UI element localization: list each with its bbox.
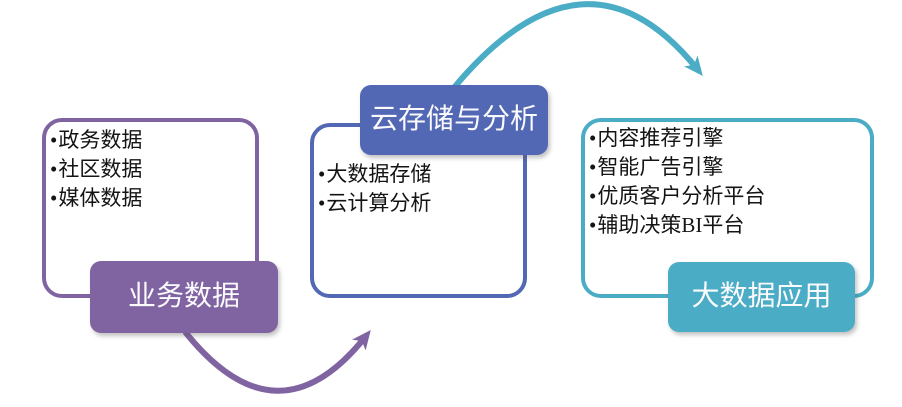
list-item: 内容推荐引擎	[589, 124, 765, 153]
big-data-apps-list: 内容推荐引擎 智能广告引擎 优质客户分析平台 辅助决策BI平台	[589, 124, 765, 240]
list-item: 社区数据	[50, 155, 142, 184]
list-item: 辅助决策BI平台	[589, 211, 765, 240]
arrow-cloud-to-apps	[449, 1, 703, 93]
cloud-storage-list: 大数据存储 云计算分析	[318, 160, 431, 218]
list-item: 云计算分析	[318, 189, 431, 218]
list-item: 优质客户分析平台	[589, 182, 765, 211]
list-item: 政务数据	[50, 126, 142, 155]
list-item: 智能广告引擎	[589, 153, 765, 182]
cloud-storage-label: 云存储与分析	[360, 85, 548, 155]
arrow-business-to-cloud	[183, 329, 371, 394]
business-data-label: 业务数据	[90, 261, 278, 333]
business-data-list: 政务数据 社区数据 媒体数据	[50, 126, 142, 213]
list-item: 大数据存储	[318, 160, 431, 189]
list-item: 媒体数据	[50, 184, 142, 213]
big-data-apps-label: 大数据应用	[668, 262, 855, 332]
